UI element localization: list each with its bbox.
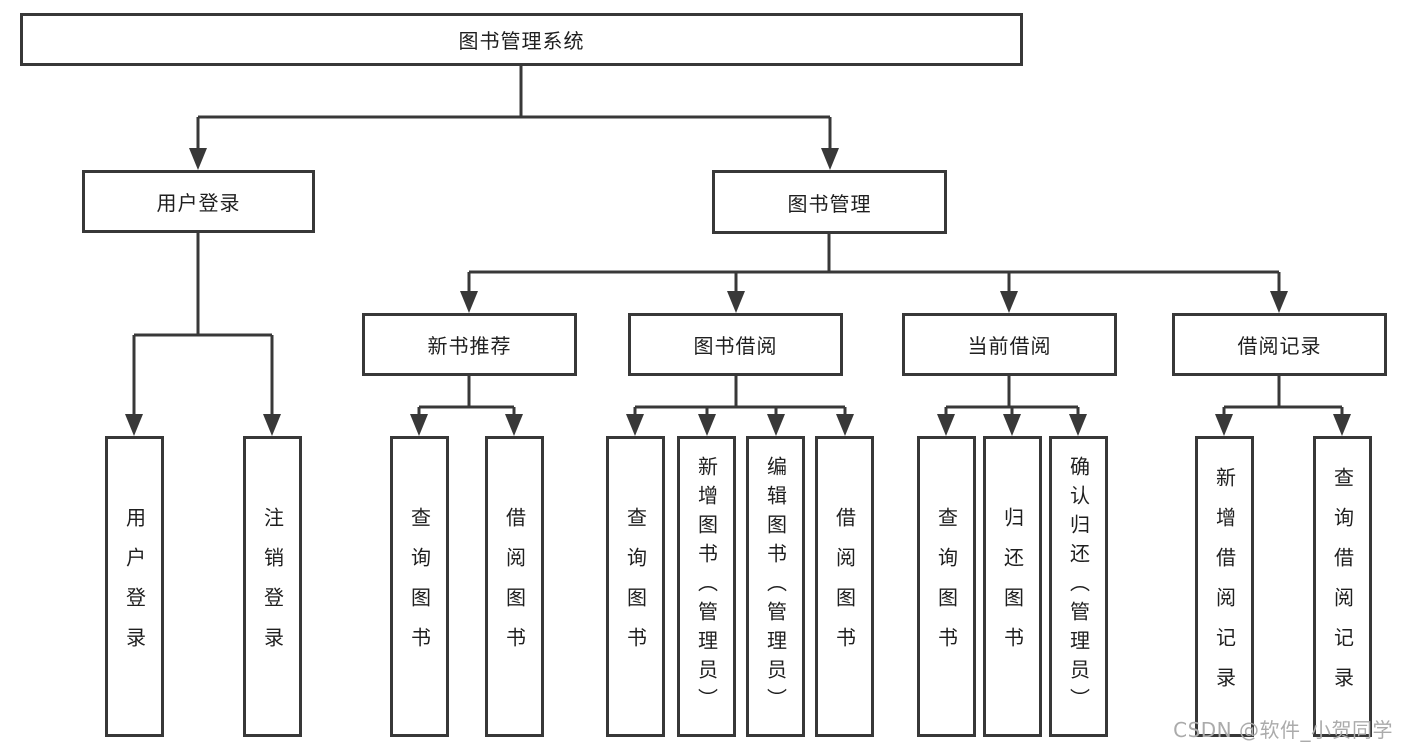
node-label: 当前借阅 bbox=[967, 334, 1052, 358]
node-query-books-current: 查询图书 bbox=[917, 436, 976, 737]
node-return-books: 归还图书 bbox=[983, 436, 1042, 737]
node-root: 图书管理系统 bbox=[20, 13, 1023, 66]
node-label: 用户登录 bbox=[156, 191, 241, 215]
node-borrow-books: 借阅图书 bbox=[815, 436, 874, 737]
node-label: 借阅记录 bbox=[1237, 334, 1322, 358]
node-user-login: 用户登录 bbox=[82, 170, 315, 233]
node-add-books-admin: 新增图书（管理员） bbox=[677, 436, 736, 737]
node-borrow-records: 借阅记录 bbox=[1172, 313, 1387, 376]
node-add-borrow-record: 新增借阅记录 bbox=[1195, 436, 1254, 737]
node-label: 新增借阅记录 bbox=[1212, 466, 1237, 707]
node-book-management: 图书管理 bbox=[712, 170, 947, 234]
node-query-borrow-record: 查询借阅记录 bbox=[1313, 436, 1372, 737]
node-label: 查询借阅记录 bbox=[1330, 466, 1355, 707]
node-label: 查询图书 bbox=[934, 506, 959, 667]
node-logout: 注销登录 bbox=[243, 436, 302, 737]
node-label: 查询图书 bbox=[407, 506, 432, 667]
node-label: 借阅图书 bbox=[832, 506, 857, 667]
node-query-books-recommend: 查询图书 bbox=[390, 436, 449, 737]
node-borrow-books-recommend: 借阅图书 bbox=[485, 436, 544, 737]
node-edit-books-admin: 编辑图书（管理员） bbox=[746, 436, 805, 737]
node-label: 借阅图书 bbox=[502, 506, 527, 667]
node-label: 归还图书 bbox=[1000, 506, 1025, 667]
node-label: 确认归还（管理员） bbox=[1066, 456, 1091, 717]
node-label: 新书推荐 bbox=[427, 334, 512, 358]
node-label: 图书管理 bbox=[787, 191, 872, 216]
watermark: CSDN @软件_小贺同学 bbox=[1173, 718, 1393, 742]
node-label: 图书管理系统 bbox=[458, 29, 585, 53]
node-book-borrow: 图书借阅 bbox=[628, 313, 843, 376]
node-login: 用户登录 bbox=[105, 436, 164, 737]
node-label: 查询图书 bbox=[623, 506, 648, 667]
node-new-book-recommend: 新书推荐 bbox=[362, 313, 577, 376]
node-label: 用户登录 bbox=[122, 506, 147, 667]
node-label: 编辑图书（管理员） bbox=[763, 456, 788, 717]
node-confirm-return-admin: 确认归还（管理员） bbox=[1049, 436, 1108, 737]
node-label: 图书借阅 bbox=[693, 334, 778, 358]
node-label: 注销登录 bbox=[260, 506, 285, 667]
node-label: 新增图书（管理员） bbox=[694, 456, 719, 717]
node-current-borrow: 当前借阅 bbox=[902, 313, 1117, 376]
node-query-books-borrow: 查询图书 bbox=[606, 436, 665, 737]
